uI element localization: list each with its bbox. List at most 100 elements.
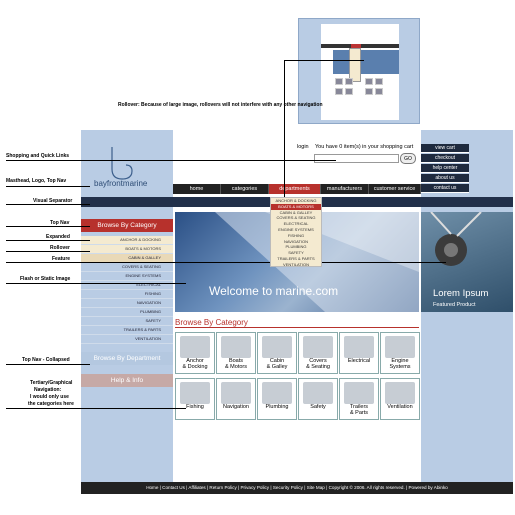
dropdown-item[interactable]: VENTILATION <box>283 261 309 267</box>
life-vest-icon <box>303 382 333 404</box>
seat-icon <box>303 336 333 358</box>
annotation-line <box>6 283 186 284</box>
vent-icon <box>385 382 415 404</box>
nav-manufacturers[interactable]: manufacturers <box>321 184 369 194</box>
sidebar-category-item[interactable]: FISHING <box>81 290 173 299</box>
tile-label: Trailers <box>349 404 369 410</box>
tile-navigation[interactable]: Navigation <box>216 378 256 420</box>
sidebar-category-item[interactable]: SAFETY <box>81 317 173 326</box>
tile-label: Covers <box>309 358 327 364</box>
browse-by-department-button[interactable]: Browse By Department <box>81 352 173 365</box>
tile-label: & Galley <box>266 364 288 370</box>
annotation-line <box>6 262 446 263</box>
browse-by-category-button[interactable]: Browse By Category <box>81 219 173 232</box>
nav-departments[interactable]: departments <box>269 184 321 194</box>
tile-label: & Parts <box>349 410 369 416</box>
tile-trailers-parts[interactable]: Trailers& Parts <box>339 378 379 420</box>
tile-label: Electrical <box>347 358 371 364</box>
boat-icon <box>221 336 251 358</box>
tile-electrical[interactable]: Electrical <box>339 332 379 374</box>
annotation-tertiary-2: Navigation: <box>34 387 62 393</box>
footer-links[interactable]: Home | Contact Us | Affiliates | Return … <box>81 482 513 494</box>
sidebar-category-item[interactable]: VENTILATION <box>81 335 173 344</box>
cart-status: You have 0 item(s) in your shopping cart <box>315 144 414 150</box>
sidebar-category-item[interactable]: ENGINE SYSTEMS <box>81 272 173 281</box>
annotation-flash: Flash or Static Image <box>20 276 71 282</box>
annotation-line <box>6 160 336 161</box>
view-cart-button[interactable]: view cart <box>421 144 469 153</box>
annotation-feature: Feature <box>52 256 71 262</box>
annotation-line <box>6 226 90 227</box>
lure-icon <box>180 382 210 404</box>
tile-label: Boats <box>228 358 244 364</box>
dropdown-item[interactable]: BOATS & MOTORS <box>271 203 321 210</box>
trailer-icon <box>344 382 374 404</box>
annotation-tertiary-3: I would only use <box>30 394 69 400</box>
logo[interactable]: bayfrontmarine <box>88 145 168 188</box>
sidebar-category-item[interactable]: ANCHOR & DOCKING <box>81 236 173 245</box>
nav-home[interactable]: home <box>173 184 221 194</box>
tile-label: Navigation <box>223 404 249 410</box>
sidebar-category-item[interactable]: PLUMBING <box>81 308 173 317</box>
dropdown-item[interactable]: CABIN & GALLEY <box>279 209 313 215</box>
dropdown-item[interactable]: ELECTRICAL <box>283 221 309 227</box>
compass-icon <box>221 382 251 404</box>
help-center-button[interactable]: help center <box>421 164 469 173</box>
contact-us-button[interactable]: contact us <box>421 184 469 193</box>
dropdown-item[interactable]: NAVIGATION <box>283 238 309 244</box>
tile-label: Ventilation <box>387 404 413 410</box>
sidebar-category-item[interactable]: NAVIGATION <box>81 299 173 308</box>
tile-label: Safety <box>310 404 326 410</box>
about-us-button[interactable]: about us <box>421 174 469 183</box>
annotation-expanded: Expanded <box>46 234 70 240</box>
tile-covers-seating[interactable]: Covers& Seating <box>298 332 338 374</box>
annotation-rollover-note: Rollover: Because of large image, rollov… <box>118 102 323 108</box>
annotation-line <box>6 364 90 365</box>
help-info-button[interactable]: Help & Info <box>81 374 173 387</box>
sidebar-category-item[interactable]: TRAILERS & PARTS <box>81 326 173 335</box>
annotation-shopping: Shopping and Quick Links <box>6 153 70 159</box>
cabin-icon <box>262 336 292 358</box>
annotation-masthead: Masthead, Logo, Top Nav <box>6 178 67 184</box>
tile-plumbing[interactable]: Plumbing <box>257 378 297 420</box>
logo-hook-icon <box>111 147 133 180</box>
dropdown-item[interactable]: COVERS & SEATING <box>276 215 316 221</box>
tile-label: Engine <box>391 358 409 364</box>
top-nav: home categories departments manufacturer… <box>173 184 421 194</box>
sidebar-category-item[interactable]: ELECTRICAL <box>81 281 173 290</box>
dropdown-item[interactable]: TRAILERS & PARTS <box>277 255 315 261</box>
search-input[interactable] <box>314 154 399 163</box>
rollover-thumbnail <box>298 18 420 124</box>
annotation-tertiary-4: the categories here <box>28 401 74 407</box>
annotation-visual-separator: Visual Separator <box>33 198 73 204</box>
browse-section-title: Browse By Category <box>175 318 248 327</box>
pulley-icon <box>430 212 482 266</box>
go-button[interactable]: GO <box>400 153 416 164</box>
nav-categories[interactable]: categories <box>221 184 269 194</box>
dropdown-item[interactable]: SAFETY <box>288 250 304 256</box>
tile-label: & Docking <box>182 364 208 370</box>
tile-boats-motors[interactable]: Boats& Motors <box>216 332 256 374</box>
dropdown-item[interactable]: FISHING <box>287 232 305 238</box>
sidebar-category-item[interactable]: BOATS & MOTORS <box>81 245 173 254</box>
tile-label: Plumbing <box>265 404 289 410</box>
login-link[interactable]: login <box>297 144 309 150</box>
tile-cabin-galley[interactable]: Cabin& Galley <box>257 332 297 374</box>
tile-anchor-docking[interactable]: Anchor& Docking <box>175 332 215 374</box>
checkout-button[interactable]: checkout <box>421 154 469 163</box>
annotation-tertiary-1: Tertiary/Graphical <box>30 380 73 386</box>
tile-ventilation[interactable]: Ventilation <box>380 378 420 420</box>
nav-customer-service[interactable]: customer service <box>369 184 421 194</box>
tile-label: Fishing <box>186 404 204 410</box>
sidebar-category-item[interactable]: COVERS & SEATING <box>81 263 173 272</box>
featured-title: Lorem Ipsum <box>433 288 489 299</box>
dropdown-item[interactable]: ENGINE SYSTEMS <box>278 226 314 232</box>
dropdown-item[interactable]: PLUMBING <box>285 244 307 250</box>
tile-safety[interactable]: Safety <box>298 378 338 420</box>
tile-fishing[interactable]: Fishing <box>175 378 215 420</box>
dropdown-item[interactable]: ANCHOR & DOCKING <box>275 198 317 203</box>
annotation-top-nav-collapsed: Top Nav - Collapsed <box>22 357 70 363</box>
annotation-rollover: Rollover <box>50 245 71 251</box>
featured-subtitle: Featured Product <box>433 302 476 308</box>
